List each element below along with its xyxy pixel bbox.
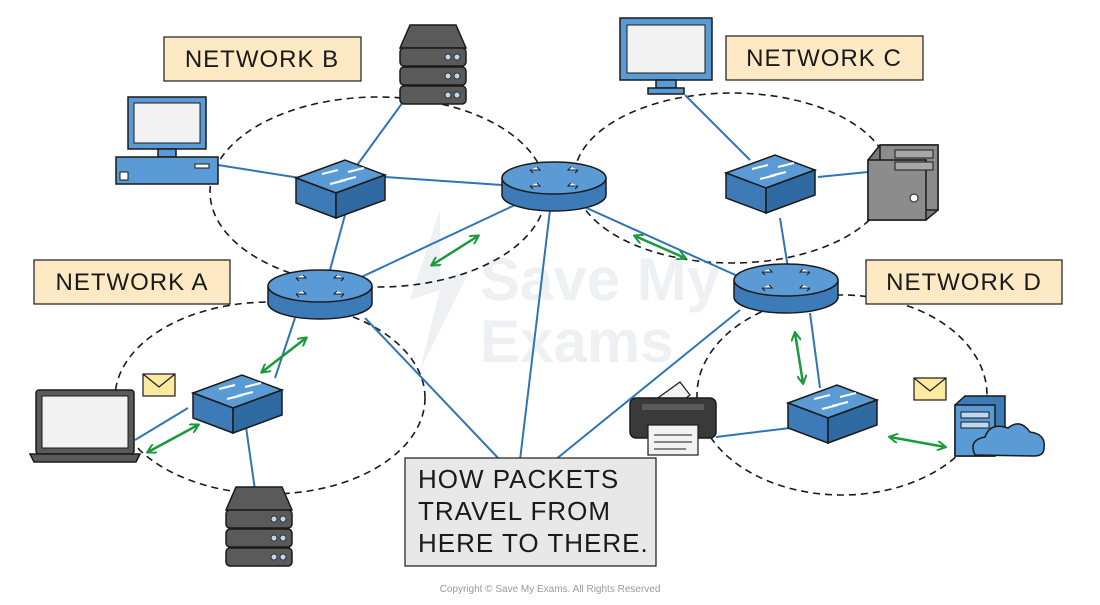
network-a-label-text: NETWORK A bbox=[55, 269, 208, 296]
arrow-a-lower bbox=[148, 425, 198, 452]
network-d-label-text: NETWORK D bbox=[886, 269, 1042, 296]
network-d-label: NETWORK D bbox=[865, 259, 1063, 305]
copyright-text: Copyright © Save My Exams. All Rights Re… bbox=[440, 584, 661, 595]
router-icon bbox=[267, 269, 373, 320]
envelope-icon bbox=[142, 373, 176, 397]
router-icon bbox=[501, 161, 607, 212]
network-b-label-text: NETWORK B bbox=[185, 46, 339, 73]
caption-line2: TRAVEL FROM bbox=[418, 496, 611, 526]
watermark: Save My Exams bbox=[410, 210, 721, 375]
arrow-c bbox=[635, 236, 685, 258]
printer-icon bbox=[629, 381, 717, 456]
network-c-label-text: NETWORK C bbox=[746, 45, 902, 72]
caption-line1: HOW PACKETS bbox=[418, 464, 619, 494]
caption-box: HOW PACKETS TRAVEL FROM HERE TO THERE. bbox=[404, 457, 657, 567]
arrow-d-lower bbox=[890, 437, 945, 447]
arrow-d-upper bbox=[795, 333, 803, 383]
envelope-icon bbox=[913, 377, 947, 401]
watermark-line1: Save My bbox=[480, 246, 721, 313]
watermark-line2: Exams bbox=[480, 308, 673, 375]
switch-icon bbox=[190, 374, 285, 435]
server-rack-icon bbox=[398, 24, 468, 105]
tower-pc-icon bbox=[867, 144, 939, 221]
packet-arrows bbox=[148, 236, 945, 452]
caption-line3: HERE TO THERE. bbox=[418, 528, 649, 558]
network-a-label: NETWORK A bbox=[33, 259, 231, 305]
router-icon bbox=[733, 263, 839, 314]
network-b-label: NETWORK B bbox=[163, 36, 362, 82]
arrow-a-upper bbox=[262, 338, 306, 372]
network-c-label: NETWORK C bbox=[725, 35, 924, 81]
desktop-computer-icon bbox=[115, 96, 219, 185]
monitor-icon bbox=[619, 17, 713, 95]
laptop-icon bbox=[28, 389, 142, 463]
switch-icon bbox=[293, 159, 388, 220]
server-rack-icon bbox=[224, 486, 294, 567]
cloud-server-icon bbox=[954, 395, 1045, 457]
network-d-boundary bbox=[696, 294, 988, 496]
switch-icon bbox=[785, 384, 880, 445]
switch-icon bbox=[723, 154, 818, 215]
arrow-b bbox=[432, 236, 478, 265]
